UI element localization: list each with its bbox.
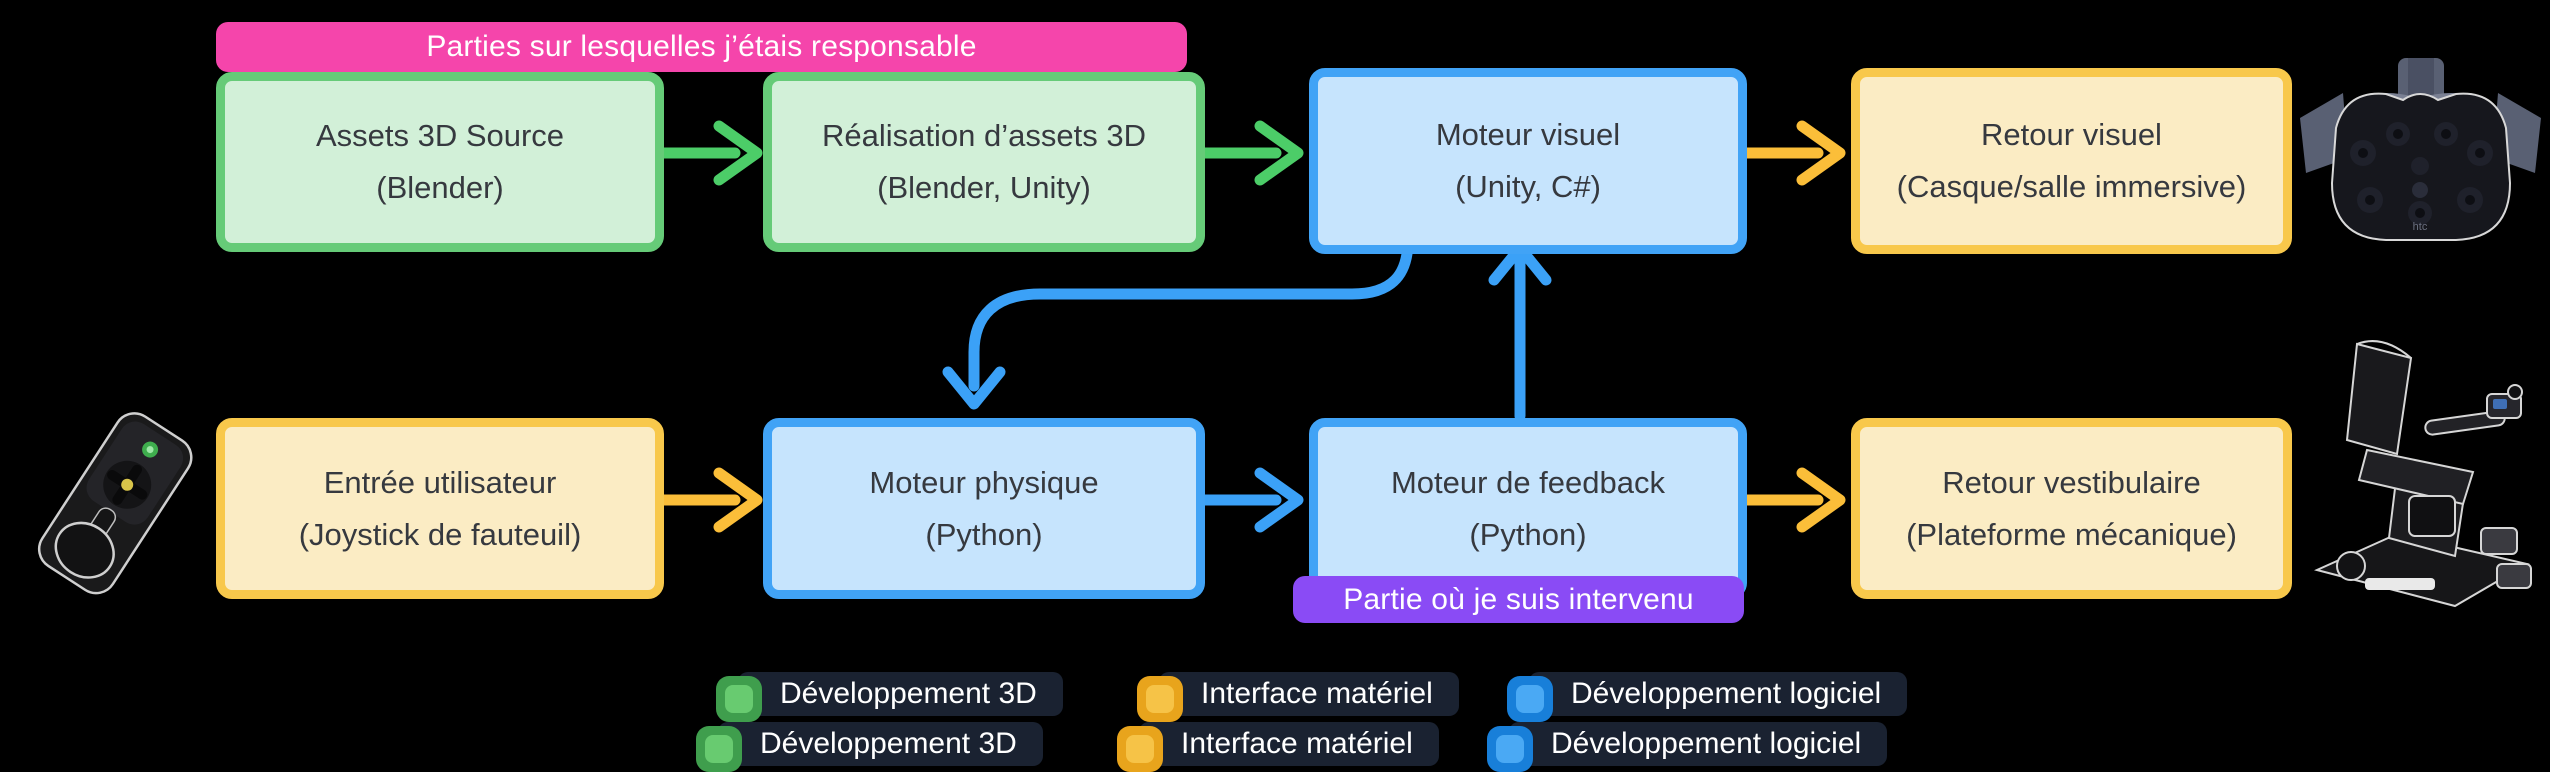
node-subtitle: (Unity, C#) (1455, 169, 1601, 204)
node-title: Moteur visuel (1435, 117, 1621, 152)
arrow-visuel-to-retour-visuel (1728, 120, 1846, 186)
wheelchair-platform-image (2314, 340, 2532, 608)
legend-swatch-green (716, 676, 762, 722)
node-assets-3d-source: Assets 3D Source (Blender) (216, 72, 664, 252)
chair-seat (2357, 448, 2475, 506)
arrow-visuel-to-physique-curve (942, 234, 1414, 410)
joystick-power-led-glow (146, 446, 154, 454)
node-subtitle: (Blender, Unity) (877, 170, 1091, 205)
legend-swatch-blue (1507, 676, 1553, 722)
legend-label: Interface matériel (1139, 722, 1439, 766)
node-moteur-physique: Moteur physique (Python) (763, 418, 1205, 599)
node-retour-vestibulaire: Retour vestibulaire (Plateforme mécaniqu… (1851, 418, 2292, 599)
node-subtitle: (Blender) (376, 170, 504, 205)
node-title: Moteur physique (869, 464, 1099, 500)
node-subtitle: (Python) (1469, 516, 1587, 552)
chair-motor-block (2408, 495, 2456, 537)
arrow-physique-to-feedback (1186, 467, 1304, 533)
arrow-feedback-to-visuel (1488, 242, 1552, 422)
legend-swatch-inner (1516, 685, 1544, 713)
legend-label: Interface matériel (1159, 672, 1459, 716)
banner-responsible: Parties sur lesquelles j’étais responsab… (216, 22, 1187, 72)
chair-backrest (2345, 342, 2413, 456)
joystick-stick-knob (54, 521, 115, 579)
node-title: Moteur de feedback (1390, 464, 1665, 500)
legend-swatch-orange (1137, 676, 1183, 722)
legend-label: Développement logiciel (1529, 672, 1908, 716)
node-moteur-feedback: Moteur de feedback (Python) (1309, 418, 1747, 599)
arrow-realisation-to-visuel (1186, 120, 1304, 186)
legend-swatch-inner (725, 685, 753, 713)
legend-swatch-inner (1146, 685, 1174, 713)
legend-swatch-green (696, 726, 742, 772)
node-subtitle: (Python) (925, 516, 1043, 552)
legend-label: Développement 3D (718, 722, 1043, 766)
joystick-dpad-center (121, 478, 134, 491)
joystick-body-group (37, 412, 193, 595)
node-entree-utilisateur: Entrée utilisateur (Joystick de fauteuil… (216, 418, 664, 599)
legend-label: Développement 3D (738, 672, 1063, 716)
headset-sensor-centers (2358, 129, 2485, 218)
banner-intervened-label: Partie où je suis intervenu (1343, 582, 1694, 616)
platform-reflector (2365, 578, 2435, 590)
chair-footplate-upper (2480, 527, 2518, 555)
vr-headset-image: htc (2300, 58, 2541, 241)
chair-caster-wheel (2336, 551, 2366, 581)
wheelchair-group (2314, 340, 2532, 608)
legend-label: Développement logiciel (1509, 722, 1888, 766)
chair-joystick-knob (2507, 384, 2523, 400)
headset-camera (2412, 182, 2428, 198)
node-subtitle: (Joystick de fauteuil) (298, 516, 582, 552)
node-title: Réalisation d’assets 3D (822, 118, 1146, 153)
legend-swatch-blue (1487, 726, 1533, 772)
node-title: Assets 3D Source (315, 118, 565, 153)
chair-headrest-curve (2356, 340, 2412, 359)
diagram-canvas: { "banners": { "responsible": { "label":… (37, 22, 2541, 772)
node-moteur-visuel: Moteur visuel (Unity, C#) (1309, 68, 1747, 254)
node-title: Entrée utilisateur (323, 464, 557, 500)
arrow-source-to-realisation (645, 120, 763, 186)
banner-responsible-label: Parties sur lesquelles j’étais responsab… (426, 30, 977, 63)
node-title: Retour vestibulaire (1942, 464, 2201, 500)
node-subtitle: (Casque/salle immersive) (1896, 169, 2247, 204)
legend-swatch-inner (1496, 735, 1524, 763)
legend-swatch-orange (1117, 726, 1163, 772)
arrow-entree-to-physique (645, 467, 763, 533)
node-realisation-assets: Réalisation d’assets 3D (Blender, Unity) (763, 72, 1205, 252)
arrow-feedback-to-vestibulaire (1728, 467, 1846, 533)
chair-joystick-screen (2493, 399, 2507, 409)
node-subtitle: (Plateforme mécanique) (1906, 516, 2237, 552)
chair-footplate-lower (2496, 563, 2532, 589)
node-title: Retour visuel (1981, 117, 2162, 152)
joystick-image (37, 412, 193, 595)
banner-intervened: Partie où je suis intervenu (1293, 576, 1744, 623)
node-retour-visuel: Retour visuel (Casque/salle immersive) (1851, 68, 2292, 254)
arrow-layer (645, 120, 1846, 533)
legend-swatch-inner (705, 735, 733, 763)
legend-swatch-inner (1126, 735, 1154, 763)
headset-logo-text: htc (2413, 221, 2428, 233)
